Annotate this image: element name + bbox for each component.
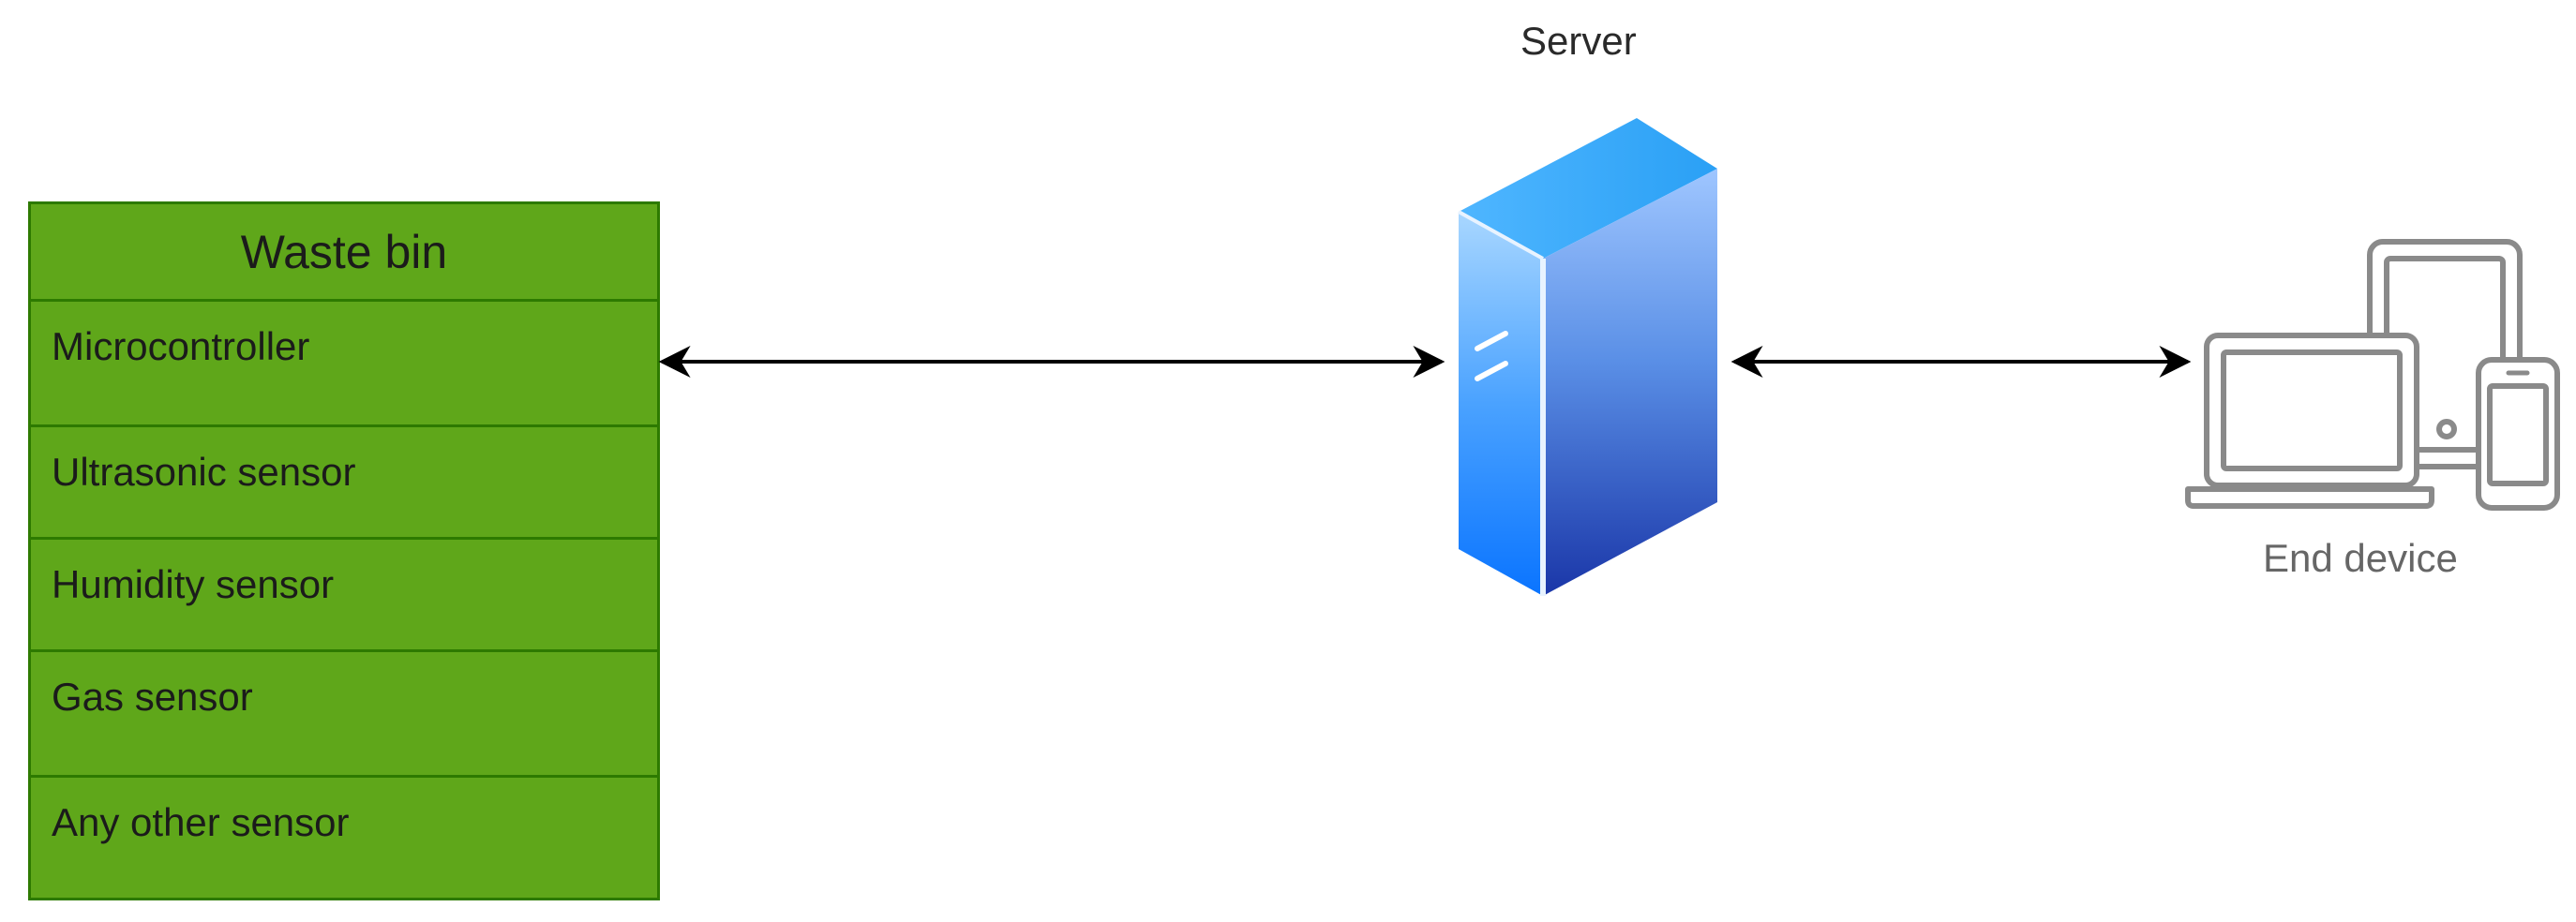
- server-label: Server: [1520, 19, 1637, 63]
- end-device-label: End device: [2263, 536, 2458, 580]
- bin-row-gas-sensor: Gas sensor: [31, 652, 657, 778]
- devices-icon: [2185, 239, 2560, 511]
- server-icon: [1458, 118, 1717, 596]
- waste-bin-title: Waste bin: [31, 204, 657, 302]
- bin-row-humidity-sensor: Humidity sensor: [31, 540, 657, 652]
- bin-row-microcontroller: Microcontroller: [31, 302, 657, 427]
- bin-row-ultrasonic-sensor: Ultrasonic sensor: [31, 427, 657, 540]
- bin-row-any-other-sensor: Any other sensor: [52, 800, 350, 844]
- waste-bin-block: Waste bin Microcontroller Ultrasonic sen…: [28, 201, 660, 900]
